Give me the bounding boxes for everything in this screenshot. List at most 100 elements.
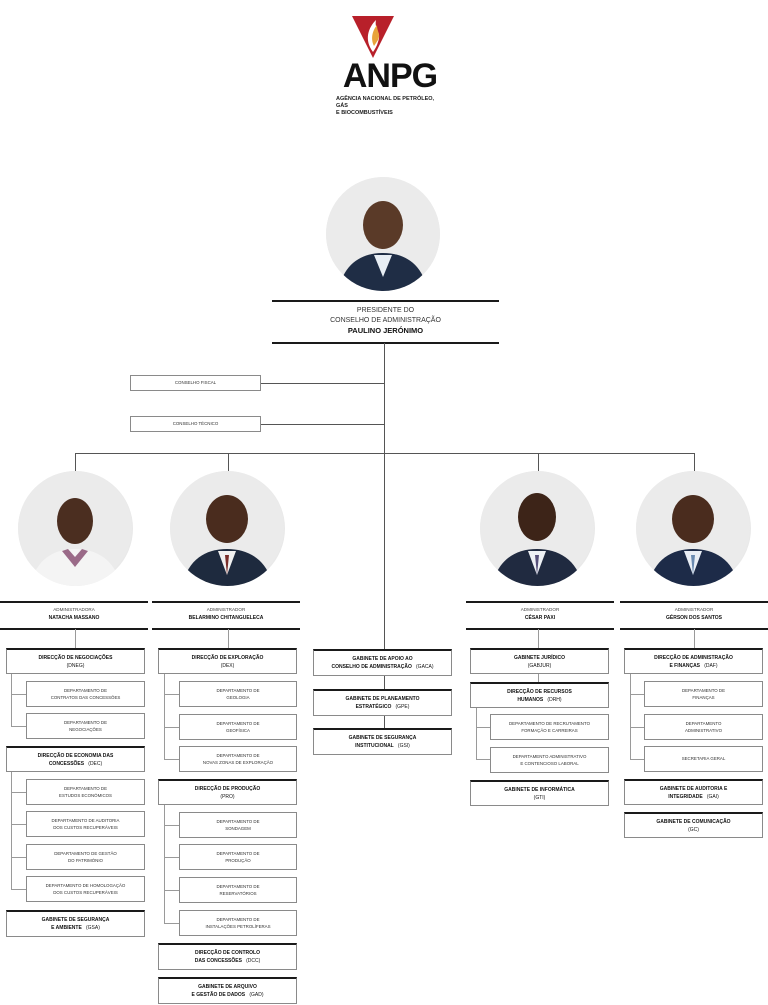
admin4-drop	[694, 453, 695, 471]
admin2-top-rule	[152, 601, 300, 603]
president-bottom-rule	[272, 342, 499, 344]
drh-spine	[476, 708, 477, 760]
admin2-col-drop	[228, 629, 229, 648]
president-photo	[326, 177, 440, 291]
daf-tick-2	[630, 727, 644, 728]
admin2-bottom-rule	[152, 628, 300, 630]
daf-tick-1	[630, 694, 644, 695]
brand-acronym: ANPG	[342, 57, 438, 95]
admin1-top-rule	[0, 601, 148, 603]
gad-box: GABINETE DE ARQUIVO E GESTÃO DE DADOS (G…	[158, 977, 297, 1004]
admin4-bottom-rule	[620, 628, 768, 630]
daf-spine	[630, 674, 631, 760]
conselho-fiscal-box: CONSELHO FISCAL	[130, 375, 261, 391]
dex-tick-2	[164, 727, 179, 728]
admin1-photo	[18, 471, 133, 586]
dex-spine	[164, 674, 165, 760]
dcc-box: DIRECÇÃO DE CONTROLO DAS CONCESSÕES (DCC…	[158, 943, 297, 970]
president-role-line1: PRESIDENTE DO	[356, 307, 415, 314]
admin3-link-1	[538, 674, 539, 682]
dec-box: DIRECÇÃO DE ECONOMIA DAS CONCESSÕES (DEC…	[6, 746, 145, 772]
admin1-name: NATACHA MASSANO	[48, 615, 100, 621]
pro-spine	[164, 805, 165, 924]
daf-box: DIRECÇÃO DE ADMINISTRAÇÃO E FINANÇAS (DA…	[624, 648, 763, 674]
gsi-box: GABINETE DE SEGURANÇA INSTITUCIONAL (GSI…	[313, 728, 452, 755]
dneg-spine	[11, 674, 12, 727]
admin4-top-rule	[620, 601, 768, 603]
admin4-name: GÉRSON DOS SANTOS	[665, 615, 723, 621]
dex-tick-1	[164, 694, 179, 695]
admin3-top-rule	[466, 601, 614, 603]
admin3-title: ADMINISTRADOR	[520, 607, 560, 612]
admin2-drop	[228, 453, 229, 471]
admin3-drop	[538, 453, 539, 471]
pro-tick-3	[164, 890, 179, 891]
admin3-col-drop	[538, 629, 539, 648]
admin1-bottom-rule	[0, 628, 148, 630]
president-block: PRESIDENTE DO CONSELHO DE ADMINISTRAÇÃO …	[272, 306, 499, 335]
admin1-title: ADMINISTRADORA	[53, 607, 95, 612]
pro-tick-2	[164, 857, 179, 858]
dec-spine	[11, 772, 12, 890]
dex-box: DIRECÇÃO DE EXPLORAÇÃO (DEX)	[158, 648, 297, 674]
gaca-box: GABINETE DE APOIO AO CONSELHO DE ADMINIS…	[313, 649, 452, 676]
dec-tick-1	[11, 792, 26, 793]
dec-tick-4	[11, 889, 26, 890]
gti-box: GABINETE DE INFORMÁTICA (GTI)	[470, 780, 609, 806]
gc-box: GABINETE DE COMUNICAÇÃO (GC)	[624, 812, 763, 838]
admin2-photo	[170, 471, 285, 586]
admin3-bottom-rule	[466, 628, 614, 630]
admin4-col-drop	[694, 629, 695, 648]
dec-tick-3	[11, 857, 26, 858]
brand-full-name: AGÊNCIA NACIONAL DE PETRÓLEO, GÁS E BIOC…	[336, 96, 435, 116]
admin3-photo	[480, 471, 595, 586]
anpg-logo-icon	[352, 16, 394, 58]
dneg-box: DIRECÇÃO DE NEGOCIAÇÕES (DNEG)	[6, 648, 145, 674]
admin4-title: ADMINISTRADOR	[674, 607, 714, 612]
gabjur-box: GABINETE JURÍDICO (GABJUR)	[470, 648, 609, 674]
president-name: PAULINO JERÓNIMO	[347, 326, 424, 336]
gsa-box: GABINETE DE SEGURANÇA E AMBIENTE (GSA)	[6, 910, 145, 937]
tecnico-connector	[261, 424, 384, 425]
gpe-box: GABINETE DE PLANEAMENTO ESTRATÉGICO (GPE…	[313, 689, 452, 716]
dneg-tick-2	[11, 726, 26, 727]
admin2-name: BELARMINO CHITANGUELECA	[188, 615, 264, 621]
fiscal-connector	[261, 383, 384, 384]
admin1-drop	[75, 453, 76, 471]
dneg-tick-1	[11, 694, 26, 695]
conselho-tecnico-box: CONSELHO TÉCNICO	[130, 416, 261, 432]
admin3-name: CÉSAR PAXI	[524, 615, 556, 621]
pro-tick-1	[164, 825, 179, 826]
admin4-photo	[636, 471, 751, 586]
drh-box: DIRECÇÃO DE RECURSOS HUMANOS (DRH)	[470, 682, 609, 708]
pro-tick-4	[164, 923, 179, 924]
dex-tick-3	[164, 759, 179, 760]
gai-box: GABINETE DE AUDITORIA E INTEGRIDADE (GAI…	[624, 779, 763, 805]
pro-box: DIRECÇÃO DE PRODUÇÃO (PRO)	[158, 779, 297, 805]
daf-tick-3	[630, 759, 644, 760]
admin2-title: ADMINISTRADOR	[206, 607, 246, 612]
drh-tick-2	[476, 759, 490, 760]
dec-tick-2	[11, 824, 26, 825]
drh-tick-1	[476, 727, 490, 728]
admin1-col-drop	[75, 629, 76, 648]
secretaria-geral-box: SECRETARIA GERAL	[644, 746, 763, 772]
trunk-line	[384, 343, 385, 755]
